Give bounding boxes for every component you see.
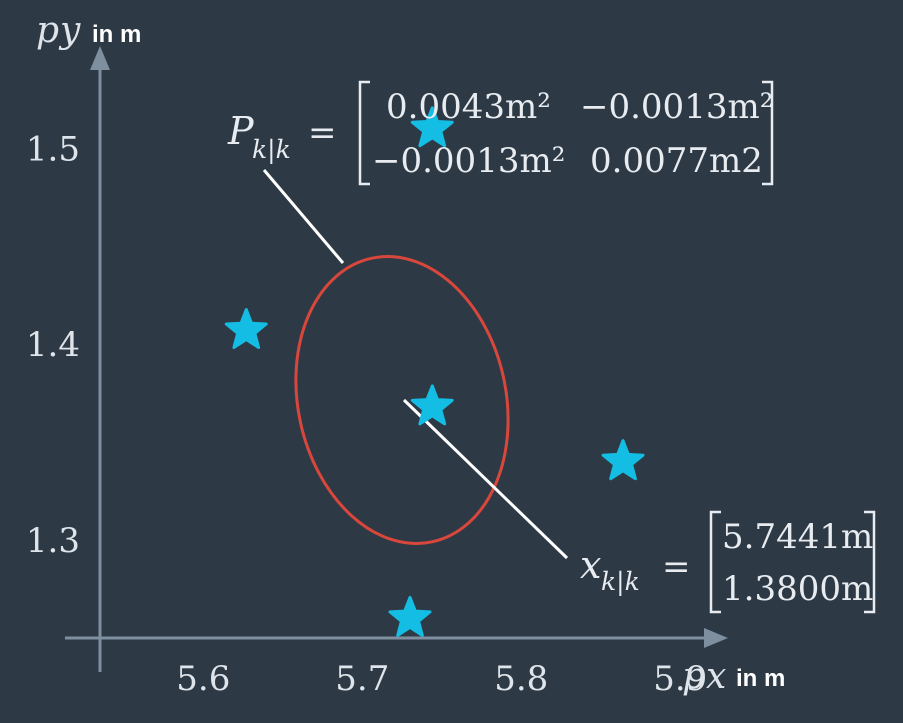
state-annotation: x k|k = 5.7441m 1.3800m bbox=[580, 510, 876, 614]
state-subscript: k|k bbox=[601, 567, 640, 597]
x-tick-label: 5.8 bbox=[494, 659, 548, 699]
data-point-star bbox=[410, 106, 454, 148]
x-tick-label: 5.7 bbox=[335, 659, 389, 699]
covariance-subscript: k|k bbox=[252, 135, 291, 165]
covariance-cell-12: −0.0013m² bbox=[580, 87, 773, 127]
y-tick-label: 1.4 bbox=[26, 325, 80, 365]
y-axis-arrow bbox=[90, 46, 110, 70]
state-right-bracket bbox=[864, 510, 876, 614]
covariance-ellipse bbox=[294, 255, 510, 545]
x-tick-label: 5.9 bbox=[653, 659, 707, 699]
covariance-symbol: P bbox=[227, 109, 255, 153]
state-leader-line bbox=[402, 398, 569, 560]
covariance-cell-22: 0.0077m2 bbox=[590, 141, 763, 181]
x-tick-label: 5.6 bbox=[176, 659, 230, 699]
covariance-left-bracket bbox=[358, 80, 370, 186]
y-tick-label: 1.5 bbox=[26, 129, 80, 169]
state-left-bracket bbox=[709, 510, 721, 614]
covariance-annotation: P k|k = 0.0043m² −0.0013m² −0.0013m² 0.0… bbox=[227, 80, 774, 186]
state-cell-1: 5.7441m bbox=[722, 517, 873, 557]
y-axis-label: py bbox=[36, 10, 81, 51]
covariance-right-bracket bbox=[762, 80, 774, 186]
state-equals: = bbox=[662, 547, 691, 587]
covariance-leader-line bbox=[262, 169, 345, 264]
data-point-star bbox=[224, 308, 268, 349]
covariance-cell-21: −0.0013m² bbox=[372, 141, 565, 181]
data-point-star bbox=[410, 384, 454, 426]
x-axis-unit: in m bbox=[736, 665, 785, 692]
x-axis-label: px bbox=[682, 656, 726, 697]
covariance-cell-11: 0.0043m² bbox=[386, 87, 551, 127]
state-symbol: x bbox=[580, 543, 601, 587]
state-cell-2: 1.3800m bbox=[722, 569, 873, 609]
data-point-star bbox=[601, 439, 645, 481]
y-axis-unit: in m bbox=[92, 21, 141, 48]
data-point-star bbox=[388, 595, 432, 637]
x-axis-arrow bbox=[704, 628, 728, 648]
covariance-equals: = bbox=[308, 113, 337, 153]
y-tick-label: 1.3 bbox=[26, 521, 80, 561]
